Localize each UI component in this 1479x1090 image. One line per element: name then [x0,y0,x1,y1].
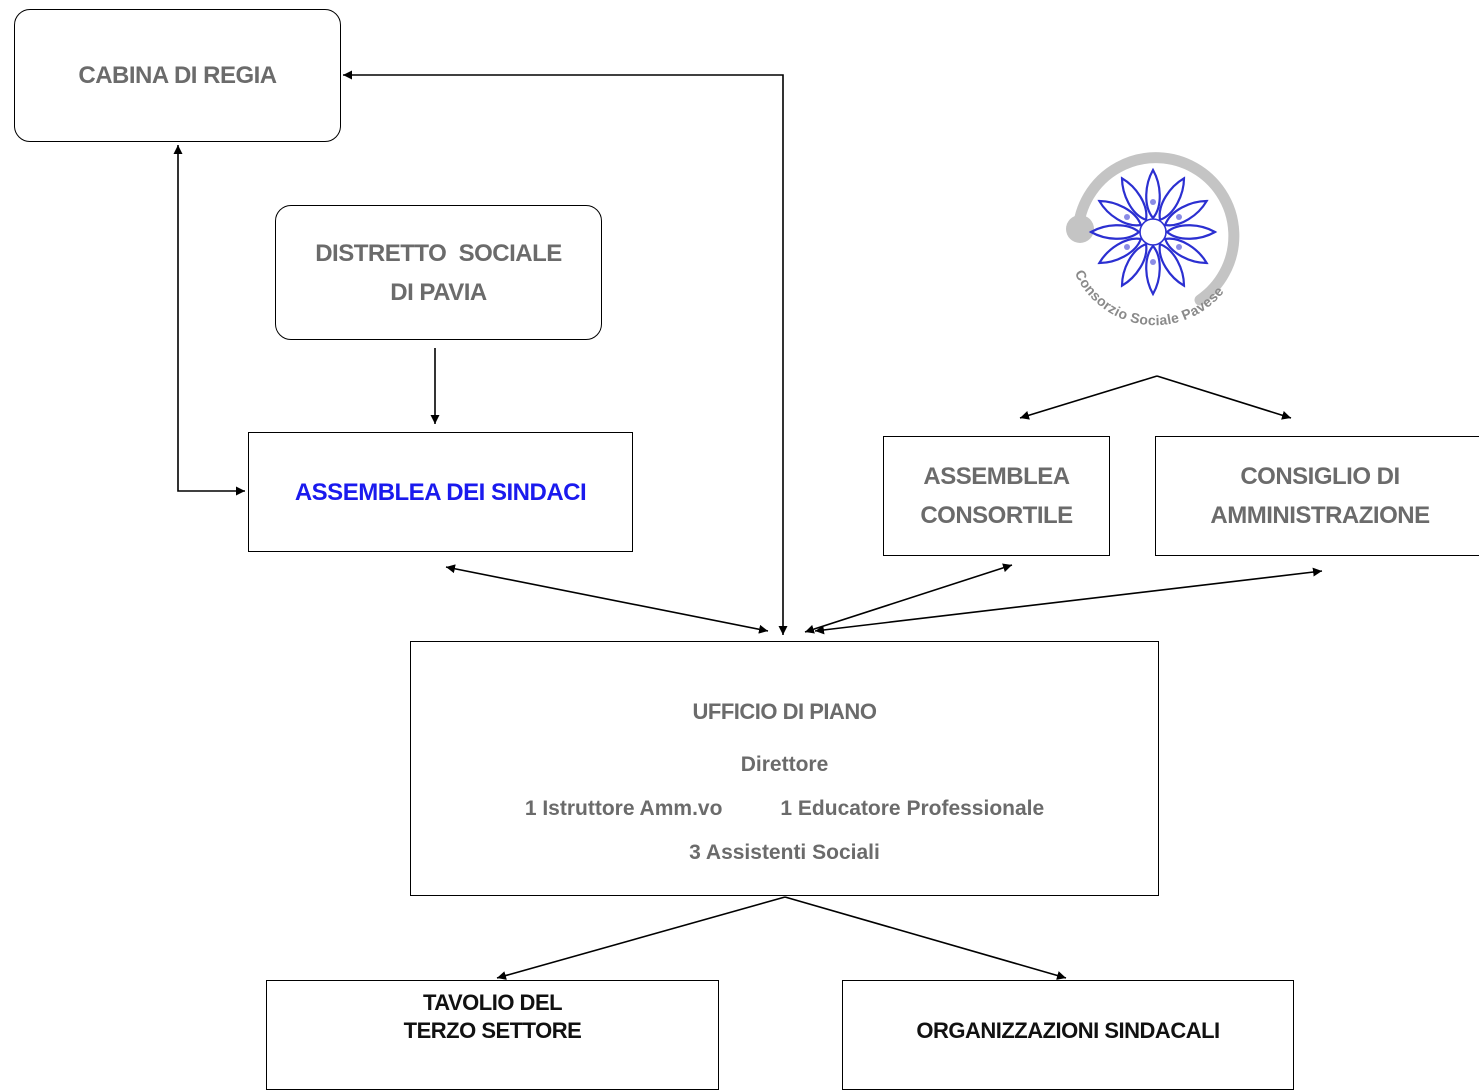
staff-direttore: Direttore [740,753,829,776]
tavolo-terzo-settore-node: TAVOLIO DEL TERZO SETTORE [266,980,719,1090]
staff-educatore: 1 Educatore Professionale [780,797,1045,820]
consiglio-label-line2: AMMINISTRAZIONE [1210,502,1430,529]
arrow-logo-consiglio [1156,375,1292,420]
arrow-sindaci-ufficio [445,564,769,634]
logo-ring-icon [1072,152,1240,306]
connector-layer [173,70,1323,980]
arrow-sindaci-cabina [173,145,245,496]
logo-grey-dot-icon [1066,215,1094,243]
assemblea-dei-sindaci-label: ASSEMBLEA DEI SINDACI [294,478,587,506]
arrow-ufficio-tavolo [496,896,786,980]
logo-flower-icon [1089,167,1217,296]
ufficio-di-piano-node: UFFICIO DI PIANO Direttore 1 Istruttore … [410,641,1159,896]
arrow-logo-consortile [1019,375,1158,420]
distretto-sociale-label-line2: DI PAVIA [390,278,487,306]
consiglio-di-amministrazione-node: CONSIGLIO DI AMMINISTRAZIONE [1155,436,1479,556]
distretto-sociale-label-line1: DISTRETTO SOCIALE [315,239,562,267]
tavolo-label-line2: TERZO SETTORE [403,1018,582,1043]
consiglio-label-line1: CONSIGLIO DI [1240,463,1400,490]
distretto-sociale-node: DISTRETTO SOCIALE DI PAVIA [275,205,602,340]
ufficio-di-piano-title: UFFICIO DI PIANO [692,699,877,724]
organizzazioni-sindacali-node: ORGANIZZAZIONI SINDACALI [842,980,1294,1090]
staff-istruttore: 1 Istruttore Amm.vo [524,797,723,820]
arrow-consiglio-ufficio [814,567,1323,635]
consorzio-sociale-pavese-logo: Consorzio Sociale Pavese [1066,152,1240,328]
staff-row: 1 Istruttore Amm.vo 1 Educatore Professi… [525,797,1044,821]
assemblea-consortile-label-line2: CONSORTILE [920,502,1073,529]
assemblea-consortile-node: ASSEMBLEA CONSORTILE [883,436,1110,556]
assemblea-consortile-label-line1: ASSEMBLEA [923,463,1070,490]
organizzazioni-sindacali-label: ORGANIZZAZIONI SINDACALI [916,1018,1220,1043]
arrow-cabina-ufficio [343,70,788,635]
cabina-di-regia-node: CABINA DI REGIA [14,9,341,142]
cabina-di-regia-label: CABINA DI REGIA [78,62,277,89]
assemblea-dei-sindaci-node: ASSEMBLEA DEI SINDACI [248,432,633,552]
staff-assistenti: 3 Assistenti Sociali [689,841,880,864]
arrow-consortile-ufficio [804,563,1013,634]
tavolo-label-line1: TAVOLIO DEL [422,990,563,1015]
arrow-ufficio-organizzazioni [784,896,1067,980]
logo-text: Consorzio Sociale Pavese [1072,267,1227,328]
